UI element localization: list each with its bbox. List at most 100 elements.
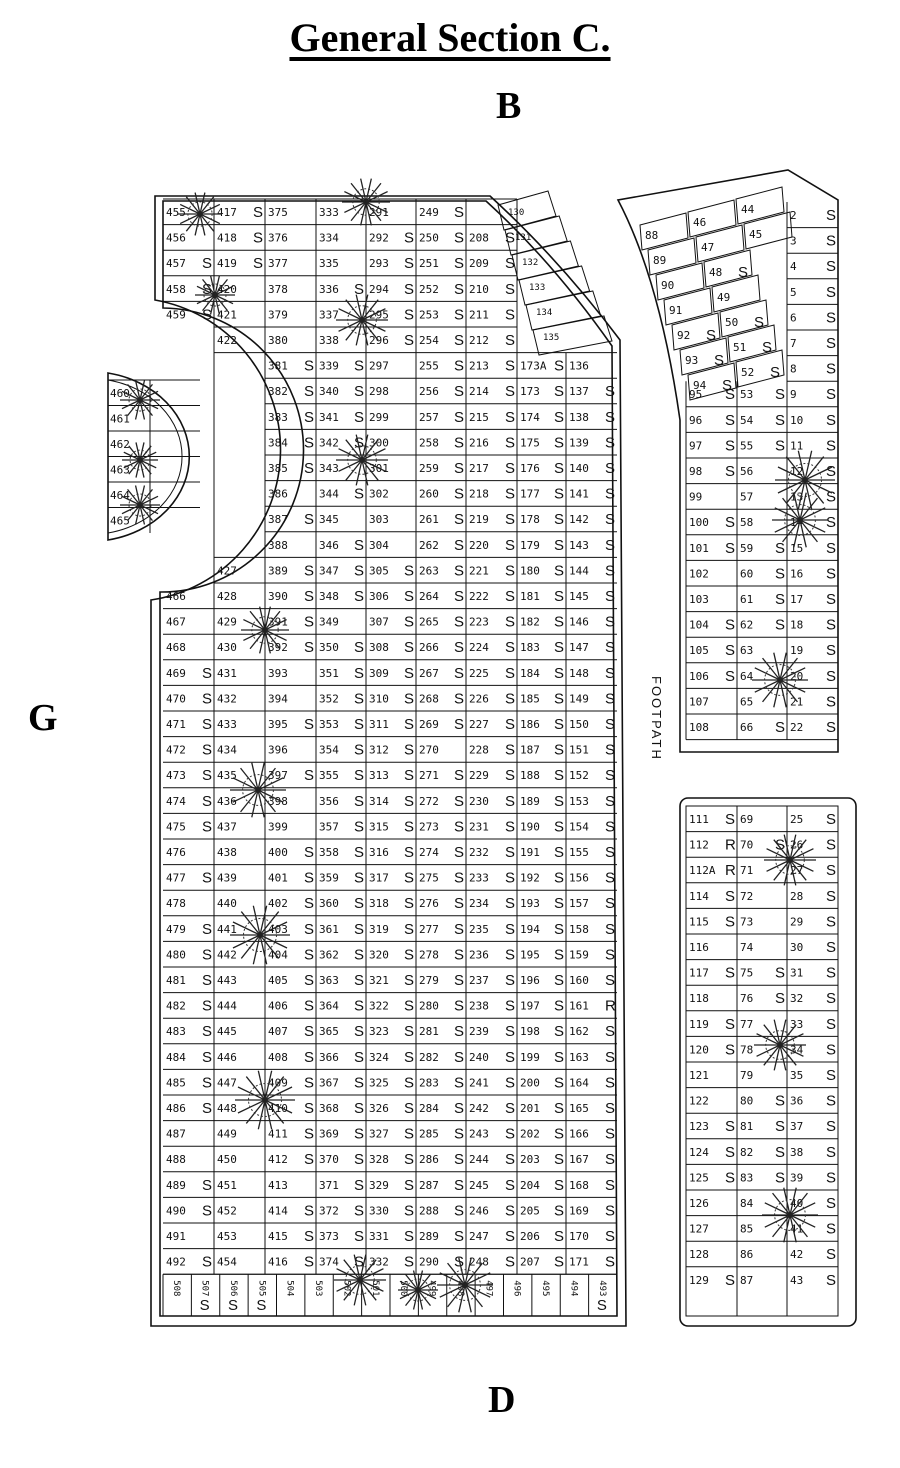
plot-status-mark: S [202, 767, 212, 784]
right-lower-plot-label: 86 [740, 1248, 753, 1261]
plot-status-mark: S [554, 844, 564, 861]
plot-label: 441 [217, 923, 237, 936]
plot-status-mark: S [605, 793, 615, 810]
right-lower-plot-label: 125 [689, 1171, 709, 1184]
plot-status-mark: S [354, 1074, 364, 1091]
plot-status-mark: S [228, 1297, 238, 1314]
plot-status-mark: S [354, 665, 364, 682]
plot-label: 405 [268, 974, 288, 987]
plot-label: 489 [166, 1179, 186, 1192]
plot-label: 327 [369, 1128, 389, 1141]
plot-status-mark: S [404, 639, 414, 656]
plot-label: 333 [319, 206, 339, 219]
plot-status-mark: S [505, 639, 515, 656]
plot-label: 481 [166, 974, 186, 987]
right-upper-plot-label: 96 [689, 414, 702, 427]
fan-plot-cell [639, 212, 689, 251]
plot-label: 415 [268, 1230, 288, 1243]
plot-label: 432 [217, 692, 237, 705]
fan-plot-cell [695, 224, 745, 263]
plot-status-mark: S [354, 742, 364, 759]
plot-status-mark: S [605, 614, 615, 631]
plot-status-mark: S [404, 614, 414, 631]
plot-label: 390 [268, 590, 288, 603]
plot-label: 320 [369, 948, 389, 961]
plot-status-mark: S [754, 314, 764, 331]
plot-status-mark: S [354, 946, 364, 963]
plot-label: 195 [520, 948, 540, 961]
plot-status-mark: S [304, 767, 314, 784]
plot-status-mark: S [202, 665, 212, 682]
plot-label: 212 [469, 334, 489, 347]
bottom-plot-label: 507 [200, 1280, 210, 1296]
plot-status-mark: S [404, 1049, 414, 1066]
right-lower-plot-label: 129 [689, 1274, 709, 1287]
plot-status-mark: S [354, 844, 364, 861]
plot-label: 229 [469, 769, 489, 782]
plot-label: 162 [569, 1025, 589, 1038]
plot-status-mark: S [554, 895, 564, 912]
right-lower-plot-label: 34 [790, 1043, 804, 1056]
plot-status-mark: S [775, 1093, 785, 1110]
plot-label: 360 [319, 897, 339, 910]
plot-label: 193 [520, 897, 540, 910]
plot-status-mark: S [826, 1067, 836, 1084]
plot-status-mark: S [605, 1049, 615, 1066]
plot-status-mark: S [202, 716, 212, 733]
right-lower-plot-label: 30 [790, 941, 803, 954]
plot-label: 369 [319, 1128, 339, 1141]
plot-status-mark: S [725, 437, 735, 454]
plot-label: 237 [469, 974, 489, 987]
plot-label: 361 [319, 923, 339, 936]
right-lower-plot-label: 123 [689, 1120, 709, 1133]
plot-label: 367 [319, 1076, 339, 1089]
plot-label: 274 [419, 846, 439, 859]
plot-label: 185 [520, 692, 540, 705]
plot-label: 340 [319, 385, 339, 398]
bottom-plot-label: 501 [370, 1280, 380, 1296]
plot-status-mark: S [505, 332, 515, 349]
plot-status-mark: R [605, 998, 616, 1015]
plot-label: 452 [217, 1204, 237, 1217]
plot-status-mark: S [605, 972, 615, 989]
plot-label: 155 [569, 846, 589, 859]
plot-label: 147 [569, 641, 589, 654]
plot-status-mark: S [304, 1228, 314, 1245]
plot-label: 339 [319, 360, 339, 373]
plot-status-mark: S [725, 463, 735, 480]
plot-status-mark: S [454, 1049, 464, 1066]
plot-status-mark: S [304, 844, 314, 861]
plot-label: 448 [217, 1102, 237, 1115]
plot-label: 153 [569, 795, 589, 808]
plot-label: 388 [268, 539, 288, 552]
plot-status-mark: S [554, 562, 564, 579]
plot-status-mark: S [505, 921, 515, 938]
plot-label: 136 [569, 360, 589, 373]
plot-label: 201 [520, 1102, 540, 1115]
right-lower-plot-label: 112 [689, 839, 709, 852]
page-title: General Section C. [289, 15, 611, 60]
right-lower-plot-label: 81 [740, 1120, 753, 1133]
plot-status-mark: S [554, 1151, 564, 1168]
plot-status-mark: S [505, 665, 515, 682]
plot-label: 294 [369, 283, 389, 296]
plot-status-mark: S [605, 1126, 615, 1143]
plot-status-mark: S [775, 719, 785, 736]
plot-label: 328 [369, 1153, 389, 1166]
right-lower-plot-label: 35 [790, 1069, 803, 1082]
right-upper-plot-label: 8 [790, 363, 797, 376]
plot-label: 311 [369, 718, 389, 731]
plot-label: 262 [419, 539, 439, 552]
plot-label: 329 [369, 1179, 389, 1192]
plot-status-mark: S [826, 309, 836, 326]
plot-label: 370 [319, 1153, 339, 1166]
plot-label: 141 [569, 488, 589, 501]
plot-status-mark: S [554, 1074, 564, 1091]
plot-status-mark: S [454, 1254, 464, 1271]
plot-label: 161 [569, 1000, 589, 1013]
plot-status-mark: S [725, 913, 735, 930]
right-lower-plot-label: 114 [689, 890, 709, 903]
plot-status-mark: S [775, 540, 785, 557]
plot-label: 279 [419, 974, 439, 987]
plot-status-mark: S [725, 1272, 735, 1289]
